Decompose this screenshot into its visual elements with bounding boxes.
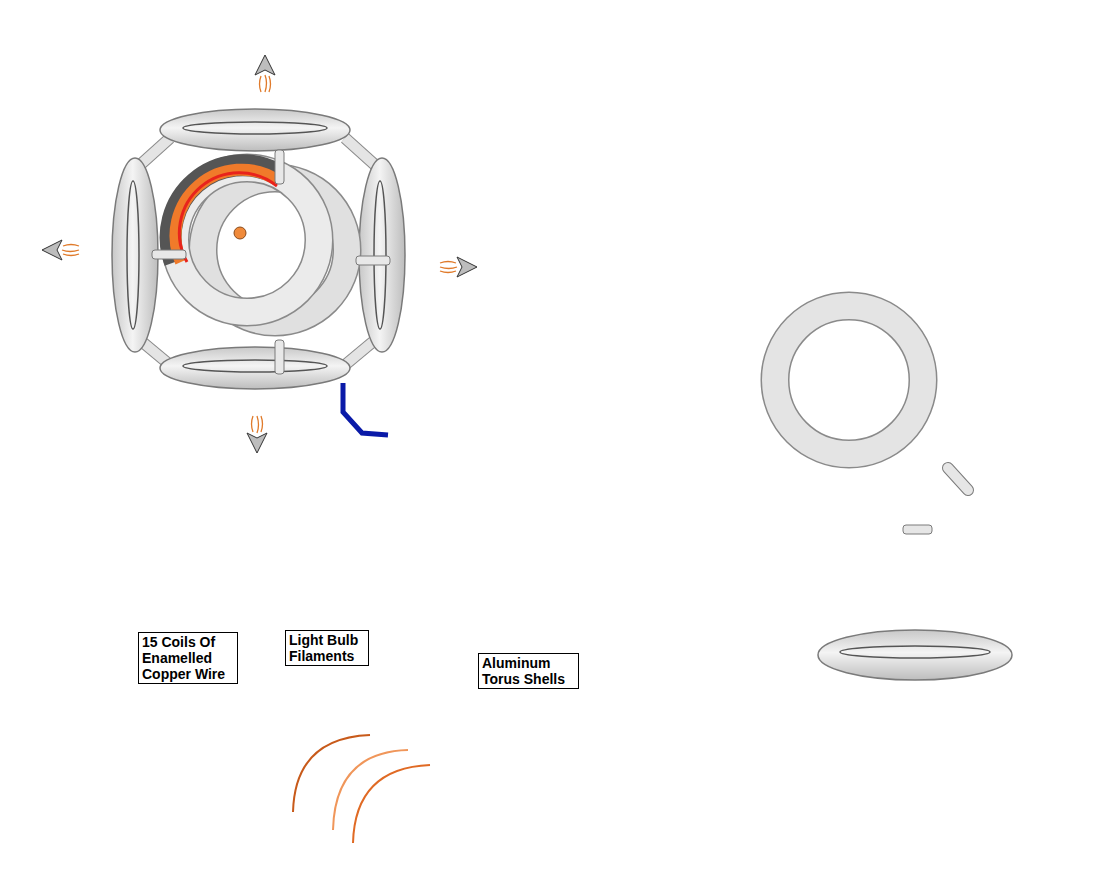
rod: [345, 340, 375, 365]
spoke: [275, 340, 284, 374]
torus-outline: [175, 168, 319, 312]
central-tori: [171, 165, 347, 322]
label-box: Light Bulb Filaments: [285, 630, 369, 666]
lead-wire: [343, 383, 388, 435]
torus-shell: [175, 168, 319, 312]
label-box: Aluminum Torus Shells: [478, 653, 579, 689]
outer-tori: [112, 109, 405, 389]
filament: [353, 765, 430, 843]
thrust-arrows: [42, 55, 477, 453]
filament: [293, 735, 370, 812]
arrow-up: [255, 55, 275, 75]
torus-shell: [359, 158, 405, 352]
filament-samples: [293, 735, 430, 843]
torus-hole: [374, 181, 386, 329]
arrow-right: [457, 257, 477, 277]
torus-hole: [183, 360, 327, 372]
filament-dot: [234, 227, 246, 239]
rod: [948, 468, 968, 490]
torus-shell: [160, 347, 350, 389]
rod: [140, 138, 170, 165]
flame: [440, 262, 457, 273]
exploded-parts: [775, 306, 1012, 680]
thrust-flames: [62, 75, 457, 433]
rod: [948, 468, 968, 490]
corner-rods: [140, 138, 375, 365]
rod: [140, 138, 170, 165]
torus-hole: [840, 646, 990, 658]
torus-shell: [775, 306, 923, 454]
torus-hole: [183, 122, 327, 134]
flame: [252, 416, 263, 433]
label-text: Light Bulb Filaments: [289, 632, 365, 664]
spoke: [903, 525, 932, 534]
coil-wire: [179, 173, 277, 262]
label-box: 15 Coils Of Enamelled Copper Wire: [138, 632, 238, 684]
arrow-left: [42, 240, 62, 260]
flame: [260, 75, 271, 92]
flame: [62, 245, 79, 256]
label-text: Aluminum Torus Shells: [482, 655, 575, 687]
coil-winding: [171, 165, 277, 262]
coil-winding: [176, 170, 277, 262]
spoke: [152, 250, 186, 259]
torus-shell: [112, 158, 158, 352]
rod: [345, 138, 375, 165]
arrow-down: [247, 433, 267, 453]
spoke-rods: [152, 150, 390, 374]
torus-outline: [775, 306, 923, 454]
torus-hole: [127, 181, 139, 329]
rod: [345, 340, 375, 365]
torus-shell: [818, 630, 1012, 680]
rod: [345, 138, 375, 165]
torus-shell: [160, 109, 350, 151]
label-text: 15 Coils Of Enamelled Copper Wire: [142, 634, 234, 682]
spoke: [275, 150, 284, 184]
spoke: [356, 256, 390, 265]
